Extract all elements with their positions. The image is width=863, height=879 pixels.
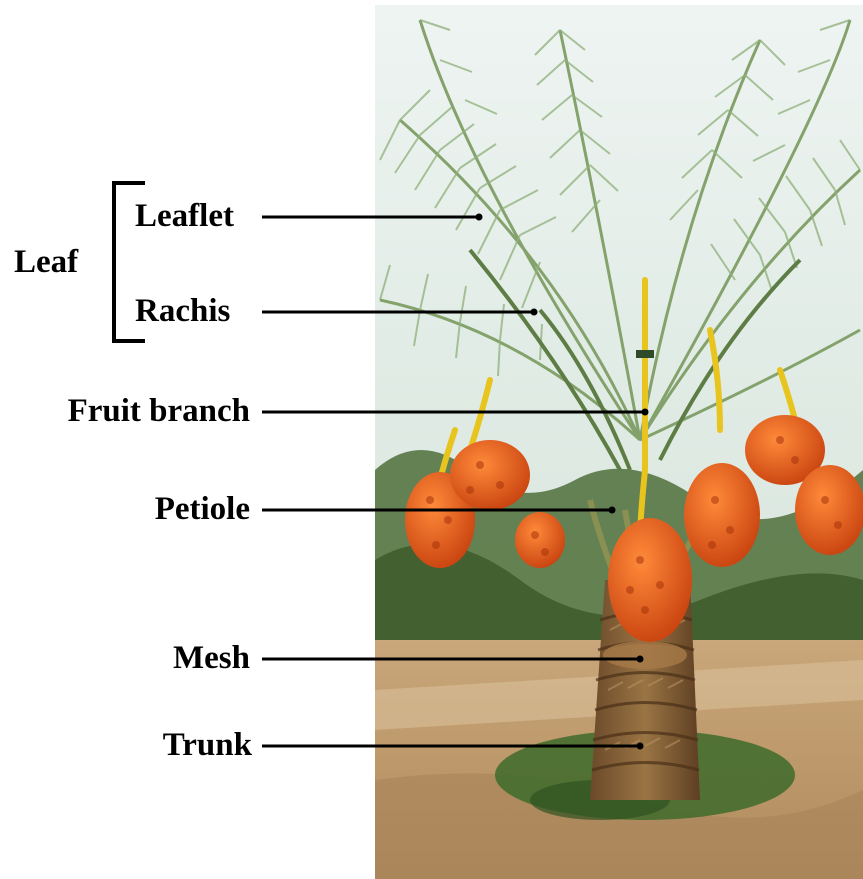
trunk-label: Trunk bbox=[100, 729, 252, 762]
rachis-label: Rachis bbox=[135, 295, 230, 328]
dot-leaflet bbox=[476, 214, 483, 221]
fruit-branch-label: Fruit branch bbox=[24, 395, 250, 428]
dot-mesh bbox=[637, 656, 644, 663]
leaf-group-label: Leaf bbox=[14, 246, 78, 279]
dot-rachis bbox=[531, 309, 538, 316]
petiole-label: Petiole bbox=[100, 493, 250, 526]
dot-trunk bbox=[637, 743, 644, 750]
dot-fruit-branch bbox=[642, 409, 649, 416]
leaflet-label: Leaflet bbox=[135, 200, 234, 233]
mesh-label: Mesh bbox=[100, 642, 250, 675]
dot-petiole bbox=[609, 507, 616, 514]
